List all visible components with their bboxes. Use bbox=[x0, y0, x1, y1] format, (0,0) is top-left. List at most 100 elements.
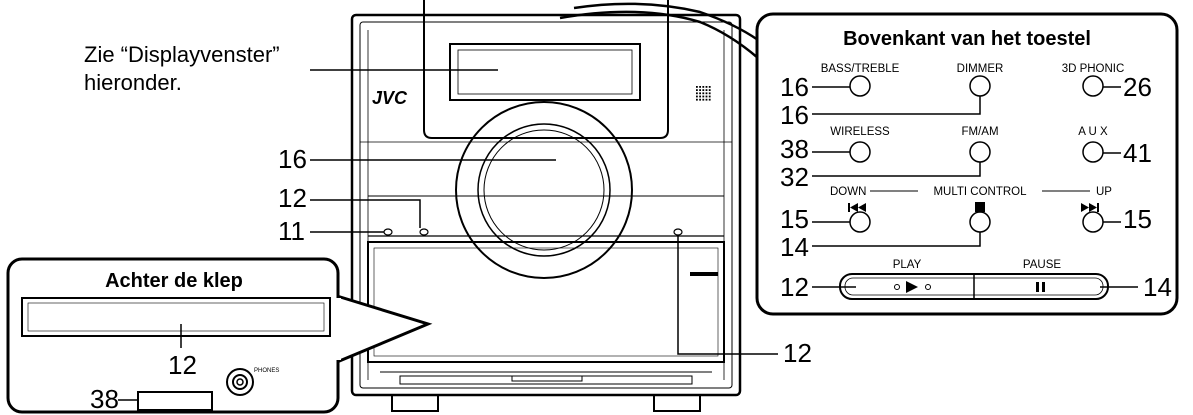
sensor-dot bbox=[705, 95, 708, 98]
right-foot bbox=[653, 394, 701, 412]
sensor-dot bbox=[699, 95, 701, 98]
pause-button[interactable] bbox=[976, 279, 1102, 294]
flap-panel-title: Achter de klep bbox=[105, 270, 243, 292]
usb-slot-cover[interactable] bbox=[21, 297, 331, 337]
pause-icon bbox=[1036, 282, 1045, 292]
display-window-inner bbox=[457, 49, 633, 95]
flap-panel-pointer bbox=[336, 294, 433, 364]
flap-release-button[interactable] bbox=[673, 228, 683, 236]
page-bass-treble: 16 bbox=[780, 72, 809, 102]
bass-treble-button[interactable] bbox=[849, 75, 871, 97]
label-3d-phonic: 3D PHONIC bbox=[1062, 63, 1125, 75]
label-play: PLAY bbox=[893, 259, 922, 271]
display-window bbox=[449, 43, 641, 101]
sensor-dot bbox=[702, 89, 705, 91]
page-stop: 14 bbox=[780, 232, 809, 262]
left-foot bbox=[391, 394, 439, 412]
standby-lamp bbox=[383, 228, 393, 236]
leader-stop bbox=[812, 232, 981, 247]
remote-sensor-grid bbox=[696, 86, 711, 101]
play-icon bbox=[906, 281, 918, 293]
page-down: 15 bbox=[780, 204, 809, 234]
3d-phonic-button[interactable] bbox=[1082, 75, 1104, 97]
usb-slot-cover-inner bbox=[27, 302, 325, 332]
sensor-dot bbox=[708, 98, 711, 101]
sensor-dot bbox=[699, 92, 701, 95]
label-pause: PAUSE bbox=[1023, 259, 1061, 271]
unit-body-inner bbox=[359, 21, 733, 389]
cd-door-inner bbox=[373, 247, 719, 357]
sensor-dot bbox=[702, 92, 705, 95]
wireless-terminal[interactable] bbox=[137, 391, 213, 411]
page-play: 12 bbox=[780, 272, 809, 302]
sensor-dot bbox=[705, 89, 708, 91]
page-wireless: 38 bbox=[780, 134, 809, 164]
main-unit: JVC bbox=[350, 0, 742, 412]
label-bass-treble: BASS/TREBLE bbox=[821, 63, 900, 75]
page-slot: 12 bbox=[168, 350, 197, 380]
callout-cd-door: 12 bbox=[783, 338, 812, 368]
previous-track-icon bbox=[848, 203, 866, 212]
page-dimmer: 16 bbox=[780, 100, 809, 130]
intro-line-1: Zie “Displayvenster” bbox=[84, 42, 280, 67]
brand-logo: JVC bbox=[372, 88, 408, 108]
unit-body bbox=[350, 13, 742, 397]
phones-jack-middle bbox=[232, 374, 248, 390]
page-aux: 41 bbox=[1123, 138, 1152, 168]
intro-text: Zie “Displayvenster” hieronder. bbox=[84, 42, 498, 95]
page-3d-phonic: 26 bbox=[1123, 72, 1152, 102]
top-panel-frame bbox=[755, 12, 1179, 316]
intro-line-2: hieronder. bbox=[84, 70, 182, 95]
next-track-icon bbox=[1081, 203, 1099, 212]
volume-knob-outer[interactable] bbox=[477, 123, 611, 257]
stop-icon bbox=[975, 202, 985, 212]
top-panel: Bovenkant van het toestel BASS/TREBLE DI… bbox=[559, 2, 1179, 316]
sensor-dot bbox=[705, 92, 708, 95]
sensor-dot bbox=[696, 92, 698, 95]
sensor-dot bbox=[696, 95, 698, 98]
page-pause: 14 bbox=[1143, 272, 1172, 302]
bottom-tab bbox=[511, 375, 583, 382]
sensor-dot bbox=[702, 86, 705, 88]
display-hood bbox=[423, 0, 669, 139]
sensor-dot bbox=[702, 98, 705, 101]
label-phones: PHONES bbox=[254, 368, 279, 374]
sensor-dot bbox=[702, 95, 705, 98]
sensor-dot bbox=[696, 86, 698, 88]
label-multi-control: MULTI CONTROL bbox=[933, 186, 1027, 198]
phones-jack[interactable] bbox=[226, 368, 254, 396]
volume-knob-ring[interactable] bbox=[455, 101, 633, 279]
page-fm-am: 32 bbox=[780, 162, 809, 192]
phones-jack-ring bbox=[226, 368, 254, 396]
sensor-dot bbox=[699, 86, 701, 88]
play-button[interactable] bbox=[846, 279, 972, 294]
sensor-dot bbox=[708, 92, 711, 95]
volume-knob-inner[interactable] bbox=[483, 129, 605, 251]
sensor-dot bbox=[708, 89, 711, 91]
top-panel-title: Bovenkant van het toestel bbox=[843, 28, 1091, 50]
aux-button[interactable] bbox=[1082, 141, 1104, 163]
front-small-button[interactable] bbox=[419, 228, 429, 236]
sensor-dot bbox=[699, 98, 701, 101]
sensor-dot bbox=[708, 95, 711, 98]
play-dot-left bbox=[894, 284, 900, 290]
page-wireless-terminal: 38 bbox=[90, 384, 119, 414]
cd-door[interactable] bbox=[367, 241, 725, 363]
leader-cd-door bbox=[677, 236, 778, 355]
top-panel-connector-lower bbox=[559, 10, 759, 59]
top-panel-connector-upper bbox=[573, 2, 759, 42]
page-up: 15 bbox=[1123, 204, 1152, 234]
leader-dimmer bbox=[812, 96, 981, 115]
callout-lower-left: 11 bbox=[278, 216, 305, 246]
sensor-dot bbox=[696, 89, 698, 91]
bottom-trim bbox=[399, 375, 693, 385]
sensor-dot bbox=[708, 86, 711, 88]
callout-upper-left: 12 bbox=[278, 183, 307, 213]
sensor-dot bbox=[699, 89, 701, 91]
door-indicator bbox=[690, 272, 718, 276]
leader-upper-left bbox=[310, 199, 421, 228]
label-aux: A U X bbox=[1078, 126, 1108, 138]
phones-jack-hole bbox=[236, 378, 244, 386]
main-unit-callouts: 16 12 11 12 bbox=[278, 144, 812, 368]
